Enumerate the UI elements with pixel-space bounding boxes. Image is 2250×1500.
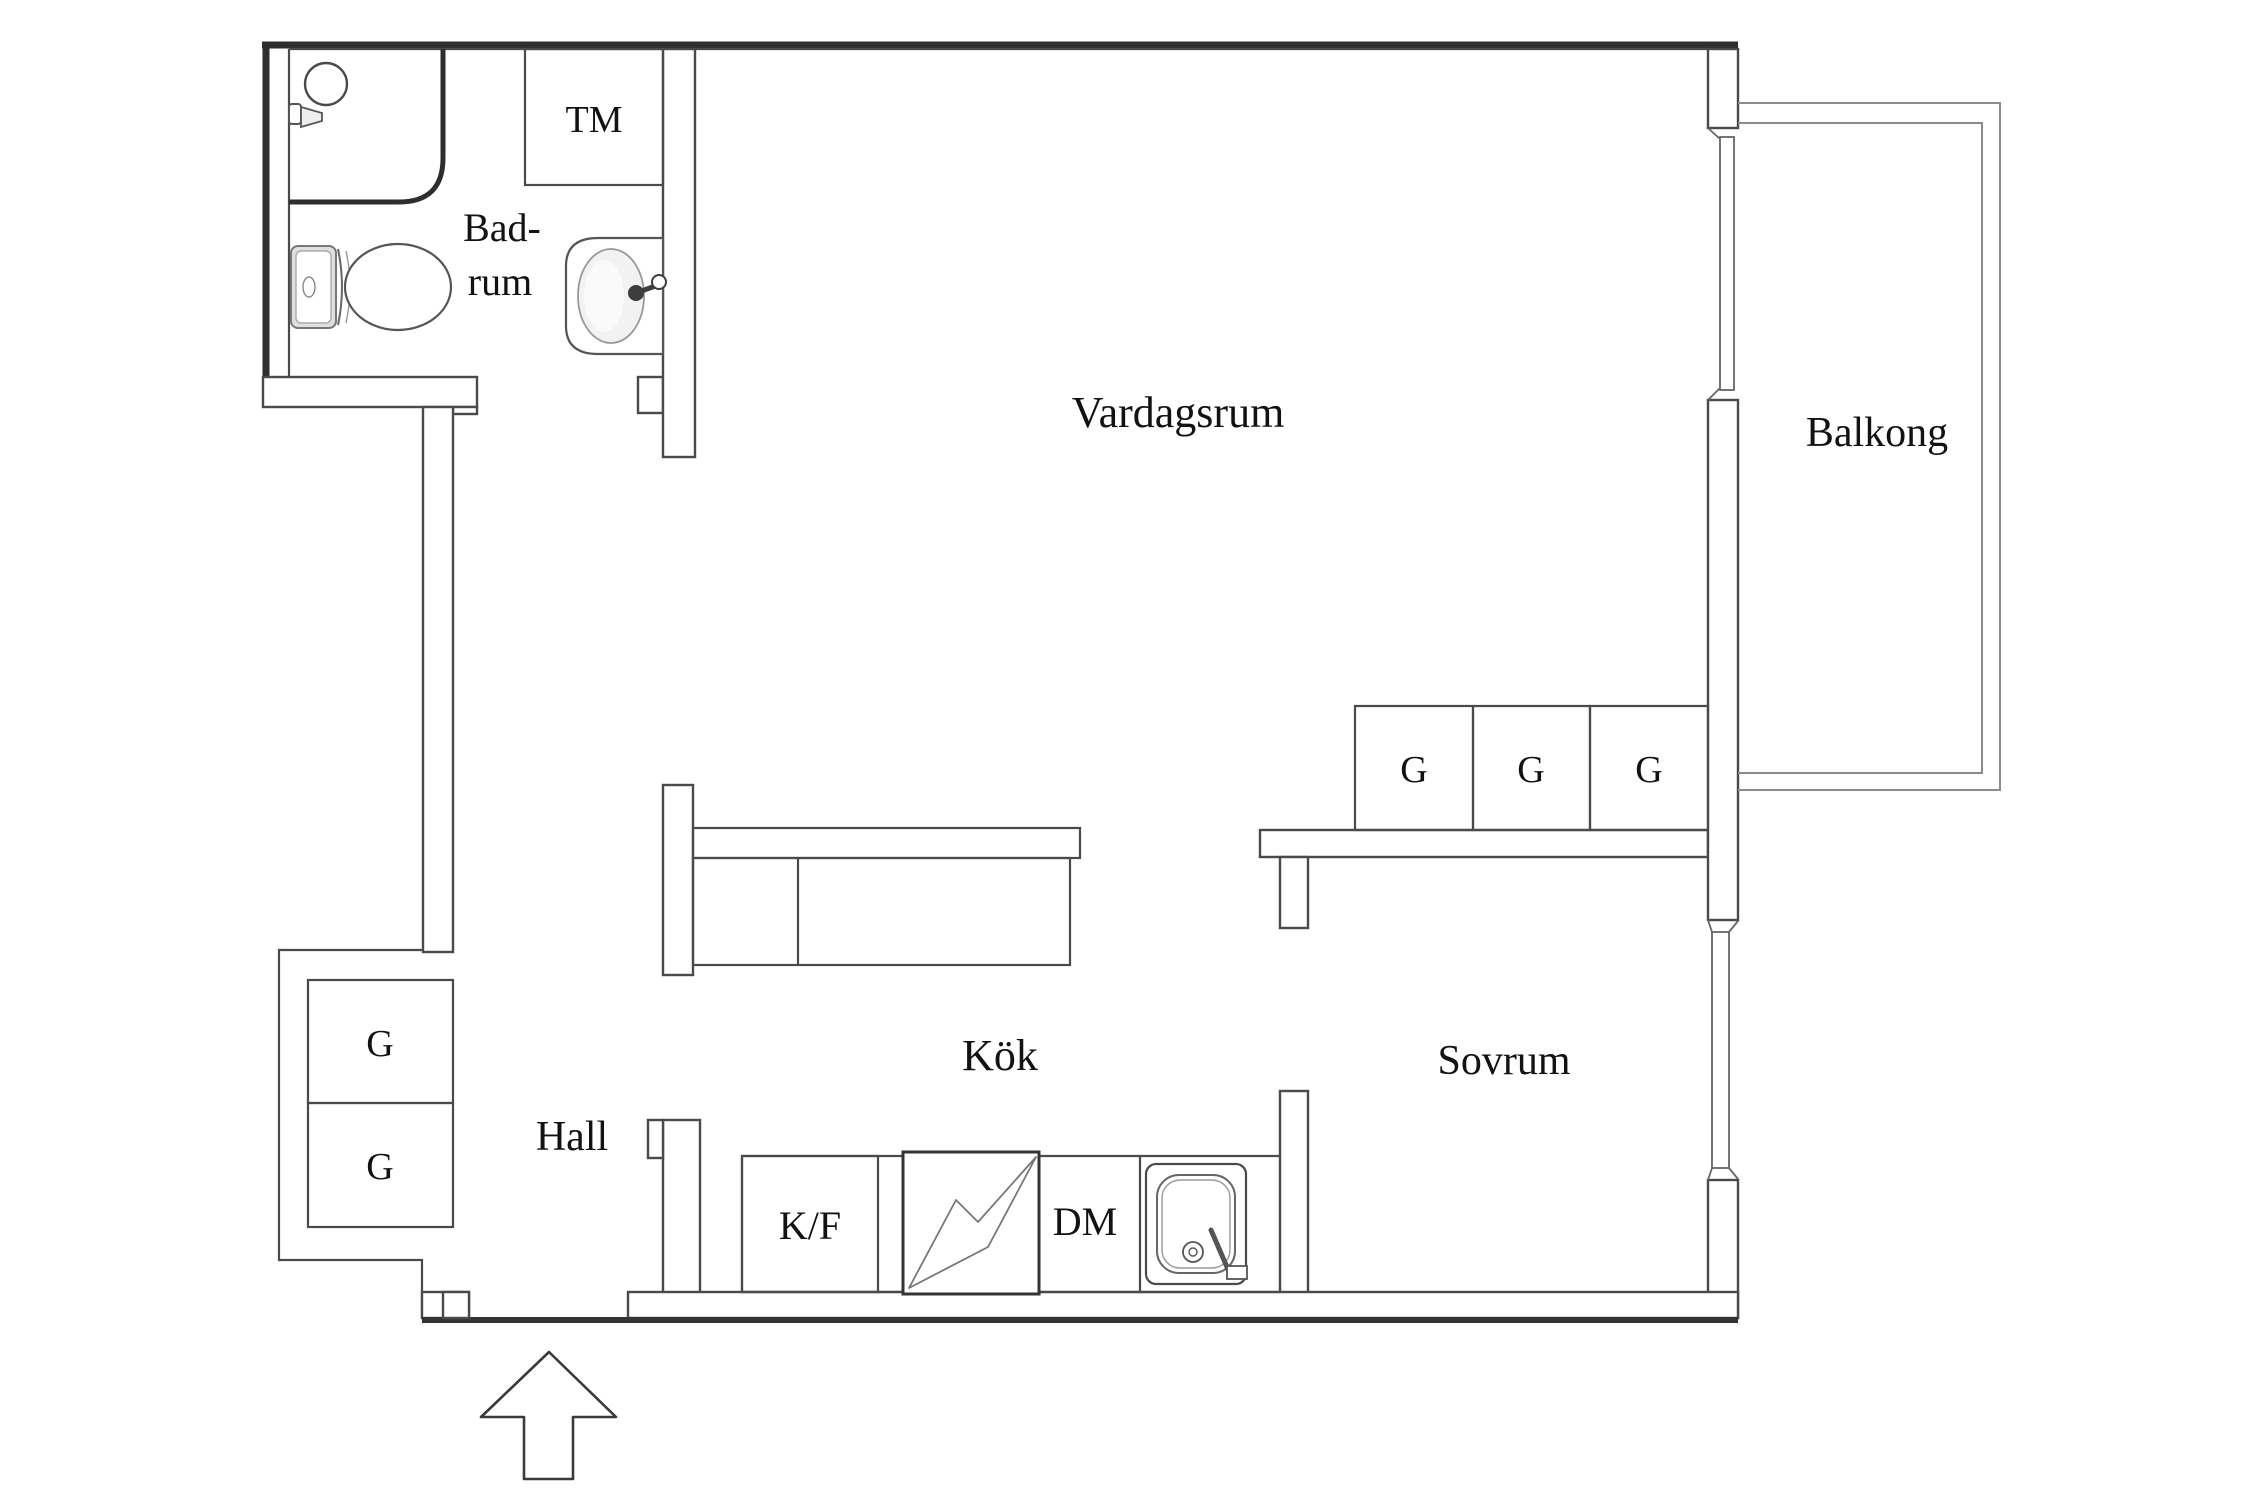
kitchen-counter	[740, 1150, 1280, 1296]
shower-nozzle-icon	[300, 105, 323, 129]
bathroom-fixtures	[288, 47, 667, 356]
balcony	[1738, 102, 2001, 791]
label-wardrobe-hall-1: G	[366, 1023, 393, 1065]
label-balcony: Balkong	[1806, 410, 1948, 456]
island-bench-top	[691, 826, 1082, 860]
interior-walls	[261, 47, 1740, 1323]
wardrobe-box-hall-2	[306, 1101, 455, 1229]
sink-drain-icon	[1182, 1241, 1204, 1263]
wall-bottom-right	[626, 1290, 1740, 1320]
label-wardrobe-2: G	[1517, 749, 1544, 791]
entrance-arrow-icon	[479, 1350, 618, 1481]
label-wardrobe-3: G	[1635, 749, 1662, 791]
wall-bathroom-east	[661, 47, 697, 459]
shower-enclosure	[289, 49, 446, 205]
island-cabinets	[691, 856, 1072, 967]
wall-bedroom-west-stub	[1278, 855, 1310, 930]
label-dishwasher: DM	[1053, 1199, 1117, 1244]
wall-kitchen-stub	[661, 783, 695, 977]
balcony-door-tick-top	[1707, 127, 1721, 140]
wardrobes	[306, 704, 1710, 1229]
balcony-railing-outer	[1738, 102, 2001, 791]
wall-hall-bumpout	[277, 948, 424, 1318]
entrance-jamb-left	[441, 1290, 471, 1320]
label-living-room: Vardagsrum	[1072, 388, 1285, 437]
label-fridge-freezer: K/F	[779, 1203, 841, 1248]
bedroom-window	[1707, 919, 1739, 1181]
toilet-icon	[290, 242, 453, 332]
room-labels: Vardagsrum Balkong Bad- rum Kök Sovrum H…	[463, 205, 1948, 1160]
washbasin-icon	[564, 236, 667, 356]
wall-hall-kitchen	[661, 1118, 702, 1320]
balcony-door	[1707, 127, 1735, 401]
wall-bathroom-south	[261, 375, 479, 409]
label-washing-machine: TM	[566, 99, 623, 141]
bedroom-window-tick-3	[1728, 920, 1739, 933]
wall-bathroom-south-step	[451, 405, 479, 416]
shower-head-icon	[303, 61, 349, 107]
wall-east-middle	[1706, 398, 1740, 922]
kitchen-sink-icon	[1144, 1162, 1248, 1286]
label-bedroom: Sovrum	[1437, 1038, 1570, 1084]
label-kitchen: Kök	[962, 1031, 1038, 1080]
shower-holder-icon	[288, 103, 302, 125]
balcony-door-panel	[1719, 136, 1735, 391]
label-wardrobe-1: G	[1400, 749, 1427, 791]
label-bathroom-line2: rum	[468, 259, 532, 304]
fridge-freezer-box	[740, 1154, 880, 1294]
label-wardrobe-hall-2: G	[366, 1146, 393, 1188]
wall-hall-west	[421, 405, 455, 954]
wall-bedroom-west	[1278, 1089, 1310, 1320]
bedroom-window-tick-1	[1707, 919, 1713, 933]
label-hall: Hall	[536, 1114, 608, 1160]
wall-hall-kitchen-notch	[646, 1118, 665, 1160]
wall-east-upper	[1706, 47, 1740, 130]
label-bathroom-line1: Bad-	[463, 205, 541, 250]
bedroom-window-pane	[1711, 931, 1730, 1169]
wall-bedroom-north	[1258, 828, 1710, 859]
wardrobe-box-3	[1588, 704, 1710, 832]
wall-bathroom-door-jamb	[636, 375, 665, 415]
appliance-labels: TM K/F DM G G G G G	[366, 99, 1662, 1248]
bedroom-window-tick-4	[1728, 1167, 1739, 1180]
bedroom-window-tick-2	[1707, 1167, 1713, 1181]
balcony-railing-inner	[1738, 122, 1983, 774]
kitchen-island	[691, 826, 1082, 967]
washing-machine-box	[523, 47, 665, 187]
balcony-door-tick-bottom	[1707, 387, 1721, 401]
stove-lightning-icon	[908, 1156, 1037, 1289]
